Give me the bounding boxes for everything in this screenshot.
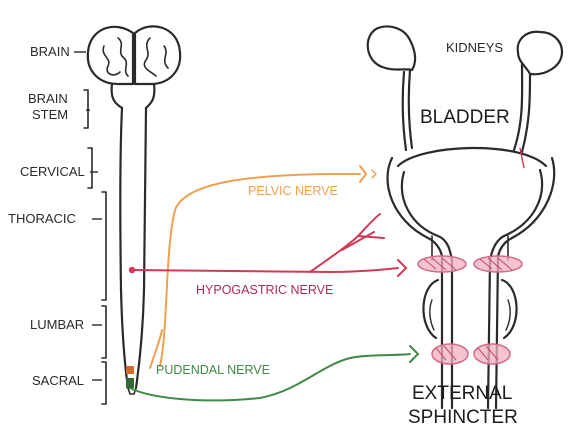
- label-ticks: [0, 0, 568, 430]
- diagram-canvas: BRAIN BRAIN STEM CERVICAL THORACIC LUMBA…: [0, 0, 568, 430]
